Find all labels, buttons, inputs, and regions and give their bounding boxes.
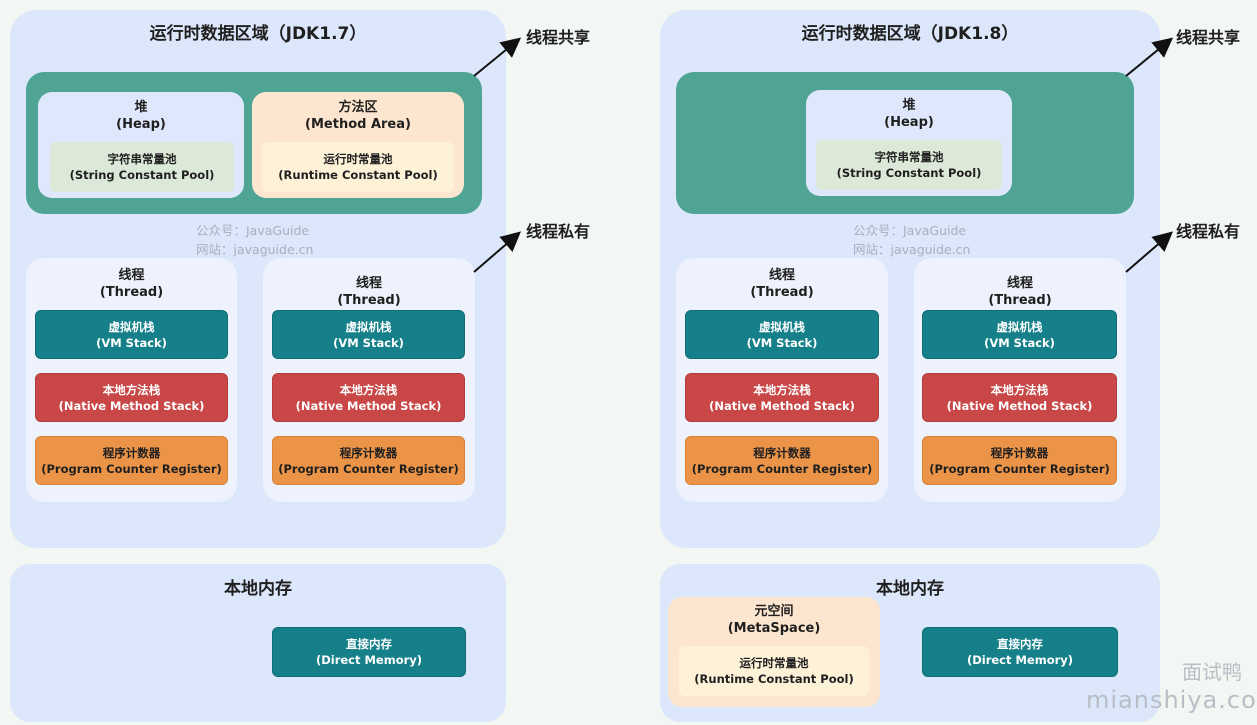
jdk18-thread-1-vm-stack: 虚拟机栈 (VM Stack) bbox=[685, 310, 879, 359]
direct-memory-en: (Direct Memory) bbox=[315, 653, 423, 667]
brand-watermark-url: mianshiya.com bbox=[1086, 686, 1257, 714]
direct-memory-en: (Direct Memory) bbox=[966, 653, 1074, 667]
native-stack-en: (Native Method Stack) bbox=[58, 398, 205, 413]
pc-register-en: (Program Counter Register) bbox=[41, 461, 222, 476]
jdk17-method-area-label: 方法区 (Method Area) bbox=[252, 98, 464, 134]
native-stack-name: 本地方法栈 bbox=[102, 382, 161, 397]
jdk18-thread-2-native-method-stack: 本地方法栈 (Native Method Stack) bbox=[922, 373, 1117, 422]
pc-register-en: (Program Counter Register) bbox=[691, 461, 873, 476]
jdk17-runtime-constant-pool: 运行时常量池 (Runtime Constant Pool) bbox=[262, 142, 454, 192]
jdk18-thread-private-label: 线程私有 bbox=[1176, 222, 1241, 241]
jdk17-thread-1-en: (Thread) bbox=[99, 285, 164, 300]
direct-memory-name: 直接内存 bbox=[997, 637, 1043, 651]
pc-register-name: 程序计数器 bbox=[339, 445, 398, 460]
jdk17-watermark-line2: 网站：javaguide.cn bbox=[196, 242, 314, 257]
native-stack-en: (Native Method Stack) bbox=[709, 398, 855, 413]
jdk17-string-pool-name: 字符串常量池 bbox=[107, 152, 177, 166]
jdk17-thread-2-label: 线程 (Thread) bbox=[263, 274, 475, 310]
native-stack-en: (Native Method Stack) bbox=[946, 398, 1093, 413]
jdk17-thread-2-name: 线程 bbox=[355, 276, 382, 291]
jdk18-metaspace-label: 元空间 (MetaSpace) bbox=[668, 602, 880, 638]
jdk17-thread-2-program-counter: 程序计数器 (Program Counter Register) bbox=[272, 436, 465, 485]
jdk17-watermark-line1: 公众号：JavaGuide bbox=[196, 223, 310, 238]
direct-memory-name: 直接内存 bbox=[346, 637, 392, 651]
jdk18-shared-arrow bbox=[1125, 37, 1174, 77]
jdk18-private-arrow bbox=[1125, 231, 1174, 273]
jdk18-native-memory-title: 本地内存 bbox=[876, 579, 944, 599]
native-stack-name: 本地方法栈 bbox=[990, 382, 1049, 397]
native-stack-name: 本地方法栈 bbox=[753, 382, 811, 397]
jdk17-thread-2-vm-stack: 虚拟机栈 (VM Stack) bbox=[272, 310, 465, 359]
jdk17-title: 运行时数据区域（JDK1.7） bbox=[149, 24, 367, 44]
jdk17-thread-1-vm-stack: 虚拟机栈 (VM Stack) bbox=[35, 310, 228, 359]
jdk17-thread-1-label: 线程 (Thread) bbox=[26, 266, 237, 302]
jdk17-watermark: 公众号：JavaGuide 网站：javaguide.cn bbox=[196, 221, 396, 259]
jdk17-method-area-en: (Method Area) bbox=[305, 117, 411, 132]
jdk18-watermark: 公众号：JavaGuide 网站：javaguide.cn bbox=[853, 221, 1053, 259]
jdk17-thread-1-native-method-stack: 本地方法栈 (Native Method Stack) bbox=[35, 373, 228, 422]
jdk18-heap-label: 堆 (Heap) bbox=[806, 96, 1012, 132]
vm-stack-en: (VM Stack) bbox=[96, 335, 167, 350]
pc-register-en: (Program Counter Register) bbox=[929, 461, 1110, 476]
jdk18-string-constant-pool: 字符串常量池 (String Constant Pool) bbox=[816, 140, 1002, 190]
native-stack-en: (Native Method Stack) bbox=[295, 398, 442, 413]
jdk17-private-arrow bbox=[473, 231, 522, 273]
jdk18-thread-2-vm-stack: 虚拟机栈 (VM Stack) bbox=[922, 310, 1117, 359]
jdk17-native-memory-title: 本地内存 bbox=[224, 579, 292, 599]
jdk18-thread-1-name: 线程 bbox=[768, 268, 795, 283]
jdk17-thread-1-program-counter: 程序计数器 (Program Counter Register) bbox=[35, 436, 228, 485]
jdk18-string-pool-name: 字符串常量池 bbox=[874, 150, 944, 164]
pc-register-en: (Program Counter Register) bbox=[278, 461, 459, 476]
jdk17-thread-1-name: 线程 bbox=[118, 268, 145, 283]
jdk18-string-pool-en: (String Constant Pool) bbox=[836, 166, 982, 180]
jdk18-direct-memory: 直接内存 (Direct Memory) bbox=[922, 627, 1118, 677]
jdk18-thread-2-label: 线程 (Thread) bbox=[914, 274, 1126, 310]
jdk18-thread-2-name: 线程 bbox=[1006, 276, 1033, 291]
vm-stack-name: 虚拟机栈 bbox=[996, 319, 1043, 334]
pc-register-name: 程序计数器 bbox=[102, 445, 161, 460]
jdk18-watermark-line2: 网站：javaguide.cn bbox=[853, 242, 971, 257]
jdk17-shared-arrow bbox=[473, 37, 522, 77]
vm-stack-en: (VM Stack) bbox=[984, 335, 1055, 350]
vm-stack-name: 虚拟机栈 bbox=[345, 319, 392, 334]
jdk17-runtime-pool-en: (Runtime Constant Pool) bbox=[278, 168, 438, 182]
jdk17-thread-2-native-method-stack: 本地方法栈 (Native Method Stack) bbox=[272, 373, 465, 422]
jdk17-thread-shared-label: 线程共享 bbox=[526, 28, 591, 47]
jdk17-string-constant-pool: 字符串常量池 (String Constant Pool) bbox=[50, 142, 234, 192]
jdk17-direct-memory: 直接内存 (Direct Memory) bbox=[272, 627, 466, 677]
jdk18-runtime-pool-en: (Runtime Constant Pool) bbox=[694, 672, 854, 686]
pc-register-name: 程序计数器 bbox=[753, 445, 811, 460]
jdk18-thread-1-native-method-stack: 本地方法栈 (Native Method Stack) bbox=[685, 373, 879, 422]
jdk18-thread-1-label: 线程 (Thread) bbox=[676, 266, 888, 302]
vm-stack-en: (VM Stack) bbox=[333, 335, 404, 350]
jdk18-title: 运行时数据区域（JDK1.8） bbox=[801, 24, 1019, 44]
jdk18-thread-2-program-counter: 程序计数器 (Program Counter Register) bbox=[922, 436, 1117, 485]
jdk18-runtime-pool-name: 运行时常量池 bbox=[739, 656, 809, 670]
jdk17-heap-name: 堆 bbox=[134, 100, 148, 115]
jdk18-thread-2-en: (Thread) bbox=[988, 293, 1052, 308]
jdk17-heap-en: (Heap) bbox=[116, 117, 166, 132]
jdk18-heap-name: 堆 bbox=[902, 98, 916, 113]
brand-watermark-cn: 面试鸭 bbox=[1182, 660, 1242, 684]
vm-stack-name: 虚拟机栈 bbox=[108, 319, 155, 334]
vm-stack-name: 虚拟机栈 bbox=[759, 319, 805, 334]
jdk18-metaspace-en: (MetaSpace) bbox=[727, 621, 821, 636]
pc-register-name: 程序计数器 bbox=[990, 445, 1049, 460]
jdk18-heap-en: (Heap) bbox=[884, 115, 934, 130]
jdk17-runtime-pool-name: 运行时常量池 bbox=[323, 152, 393, 166]
native-stack-name: 本地方法栈 bbox=[339, 382, 398, 397]
jdk18-metaspace-name: 元空间 bbox=[754, 604, 794, 619]
vm-stack-en: (VM Stack) bbox=[746, 335, 818, 350]
jdk17-heap-label: 堆 (Heap) bbox=[38, 98, 244, 134]
jdk17-thread-2-en: (Thread) bbox=[337, 293, 401, 308]
jdk18-thread-1-en: (Thread) bbox=[750, 285, 814, 300]
jdk18-watermark-line1: 公众号：JavaGuide bbox=[853, 223, 967, 238]
jdk17-method-area-name: 方法区 bbox=[338, 100, 378, 115]
jdk17-string-pool-en: (String Constant Pool) bbox=[69, 168, 215, 182]
jdk18-thread-1-program-counter: 程序计数器 (Program Counter Register) bbox=[685, 436, 879, 485]
jdk18-runtime-constant-pool: 运行时常量池 (Runtime Constant Pool) bbox=[679, 646, 869, 696]
jdk18-thread-shared-label: 线程共享 bbox=[1176, 28, 1241, 47]
jdk17-thread-private-label: 线程私有 bbox=[526, 222, 591, 241]
